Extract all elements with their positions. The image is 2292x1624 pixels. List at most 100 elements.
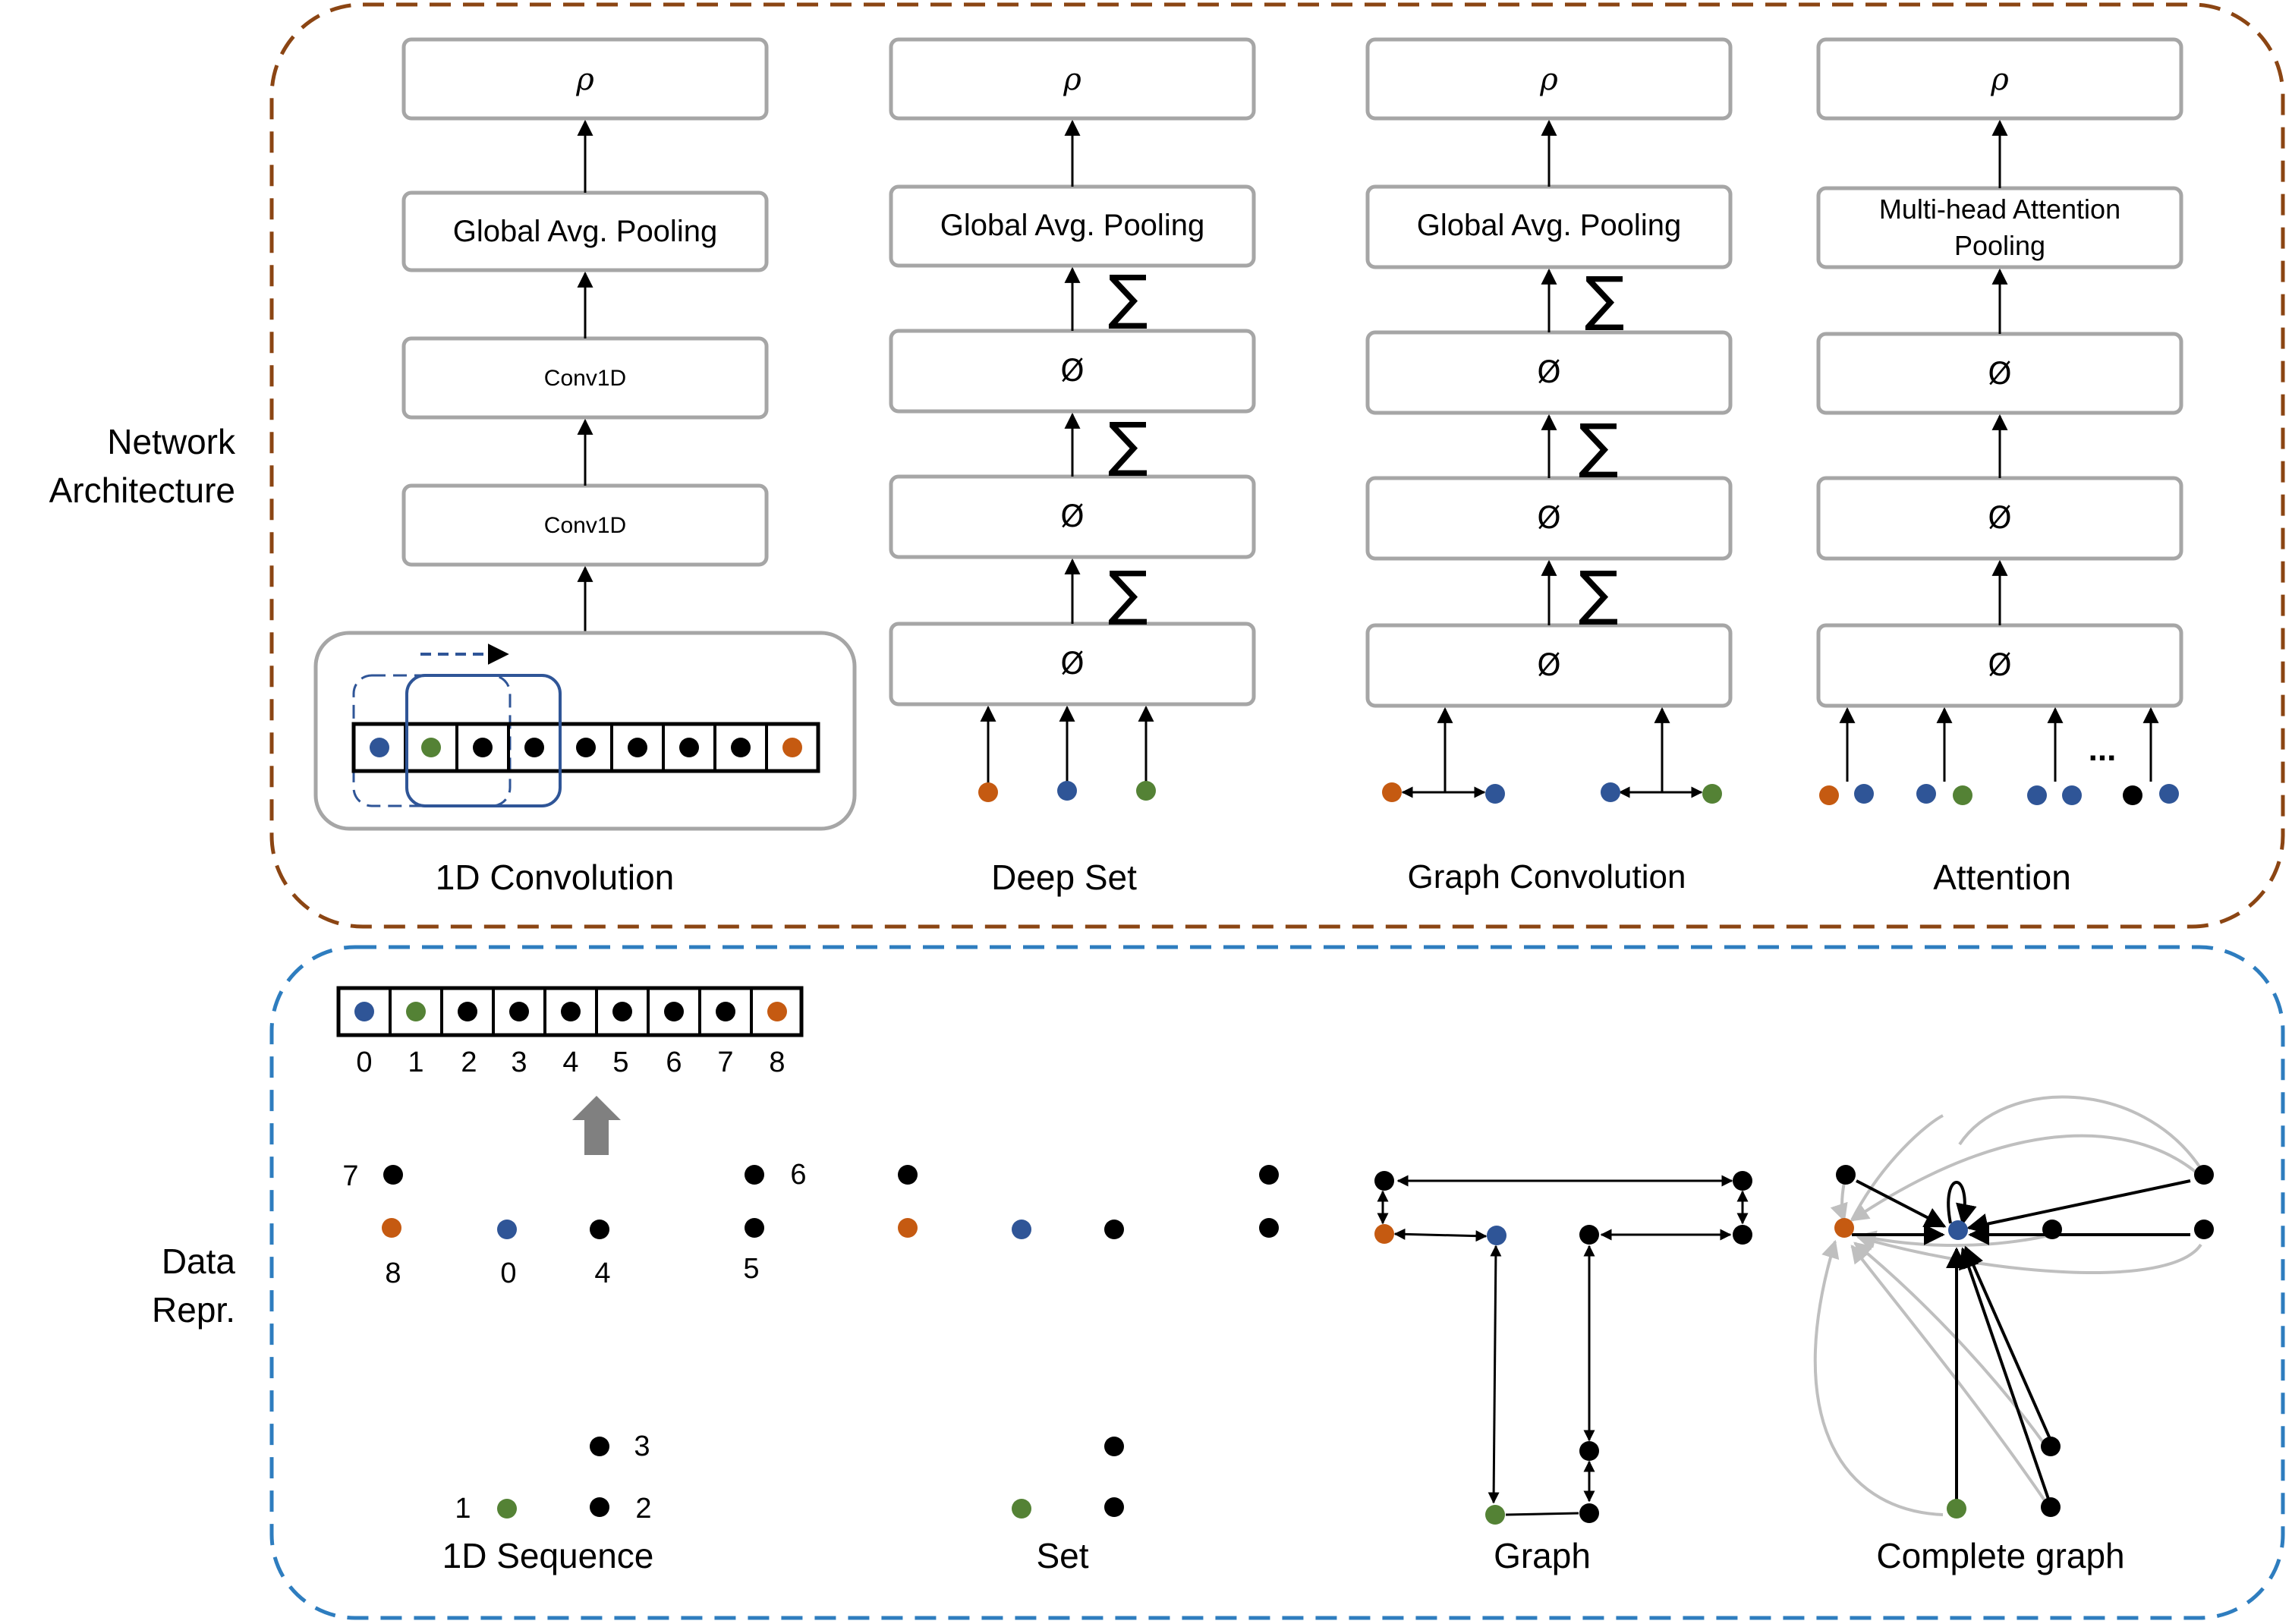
node-dot — [458, 1002, 477, 1021]
sum-symbol: ∑ — [1108, 559, 1148, 628]
node-label: 1 — [455, 1493, 471, 1525]
ellipsis: ... — [2089, 731, 2117, 768]
data-label-line1: Data — [162, 1242, 236, 1281]
node-dot-blue — [1012, 1220, 1031, 1239]
node-dot — [2041, 1497, 2061, 1517]
rho-block — [1816, 37, 2183, 121]
node-dot — [1104, 1220, 1124, 1239]
node-dot — [590, 1437, 609, 1456]
sequence-index: 0 — [356, 1046, 372, 1078]
phi-label: Ø — [1060, 647, 1084, 681]
node-dot-blue — [1485, 784, 1505, 804]
sum-symbol: ∑ — [1108, 263, 1148, 332]
node-dot — [2194, 1165, 2214, 1185]
self-loop-edge — [1947, 1181, 1977, 1226]
node-dot — [561, 1002, 581, 1021]
sequence-caption: 1D Sequence — [442, 1536, 654, 1575]
node-dot-blue — [1916, 784, 1936, 804]
node-dot — [898, 1165, 918, 1185]
rho-label: ρ — [1990, 62, 2009, 97]
node-dot-orange — [1374, 1224, 1394, 1244]
complete-graph-edge — [1813, 1239, 1944, 1516]
phi-label: Ø — [1988, 648, 2011, 683]
data-label-line2: Repr. — [152, 1290, 235, 1330]
conv-caption: 1D Convolution — [436, 858, 675, 897]
phi-label: Ø — [1988, 501, 2011, 536]
node-dot — [590, 1497, 609, 1517]
node-dot-blue — [2027, 785, 2047, 805]
sum-symbol: ∑ — [1579, 412, 1619, 480]
complete-graph-representation: Complete graph — [1813, 1095, 2214, 1575]
node-dot — [1259, 1218, 1279, 1238]
attention-column: ρ Multi-head Attention Pooling Ø Ø Ø ...… — [1816, 37, 2183, 897]
node-dot — [1579, 1225, 1599, 1245]
node-dot — [383, 1165, 403, 1185]
node-dot — [524, 738, 544, 757]
node-dot-orange — [1819, 785, 1839, 805]
node-dot — [1104, 1497, 1124, 1517]
node-dot — [745, 1218, 764, 1238]
complete-graph-edge — [1850, 1114, 1944, 1221]
complete-graph-edge — [1958, 1247, 2051, 1502]
node-dot — [1374, 1171, 1394, 1191]
node-label: 3 — [634, 1430, 650, 1462]
sequence-index: 8 — [769, 1046, 785, 1078]
node-dot-blue — [2062, 785, 2082, 805]
node-dot-blue — [497, 1220, 517, 1239]
architecture-label-line1: Network — [107, 422, 236, 461]
node-dot — [1733, 1171, 1752, 1191]
node-dot — [2123, 785, 2142, 805]
complete-graph-edge — [1850, 1134, 2202, 1222]
rho-block — [889, 37, 1256, 121]
node-dot — [576, 738, 596, 757]
node-label: 8 — [385, 1257, 401, 1289]
complete-graph-edge — [1856, 1232, 2202, 1275]
attention-pooling-label-line1: Multi-head Attention — [1879, 194, 2120, 225]
phi-label: Ø — [1988, 357, 2011, 392]
sequence-index: 3 — [511, 1046, 527, 1078]
node-dot-green — [1012, 1499, 1031, 1519]
sum-symbol: ∑ — [1579, 559, 1619, 628]
node-dot-green — [1953, 785, 1972, 805]
deepset-caption: Deep Set — [991, 858, 1137, 897]
node-dot-orange — [978, 782, 998, 802]
node-label: 6 — [790, 1159, 806, 1191]
sequence-index: 4 — [562, 1046, 578, 1078]
complete-graph-edge — [1958, 1095, 2202, 1170]
node-dot-green — [1947, 1499, 1966, 1519]
attention-pooling-label-line2: Pooling — [1954, 230, 2045, 261]
node-dot — [473, 738, 493, 757]
node-dot-orange — [382, 1218, 401, 1238]
graph-edge — [1393, 1228, 1488, 1242]
node-label: 4 — [594, 1257, 610, 1289]
complete-graph-edge — [1856, 1179, 1947, 1228]
conv-column: ρ Global Avg. Pooling Conv1D Conv1D — [313, 37, 857, 897]
pooling-label: Global Avg. Pooling — [453, 215, 717, 248]
architecture-section-border — [269, 2, 2285, 929]
node-dot-green — [1702, 784, 1722, 804]
node-dot — [1733, 1225, 1752, 1245]
conv1d-label-top: Conv1D — [544, 366, 626, 391]
sum-symbol: ∑ — [1108, 411, 1148, 479]
node-dot — [1579, 1441, 1599, 1461]
node-dot-blue — [1948, 1220, 1968, 1240]
complete-graph-edge — [1830, 1182, 1848, 1223]
set-representation: Set — [898, 1165, 1279, 1575]
node-dot — [590, 1220, 609, 1239]
sequence-index: 5 — [612, 1046, 628, 1078]
node-dot — [1579, 1503, 1599, 1523]
node-dot-orange — [767, 1002, 787, 1021]
node-dot-orange — [898, 1218, 918, 1238]
pooling-label: Global Avg. Pooling — [1417, 209, 1681, 242]
node-dot-green — [497, 1499, 517, 1519]
conv1d-label-bottom: Conv1D — [544, 513, 626, 538]
sequence-cells-arch — [351, 722, 820, 773]
node-label: 7 — [342, 1160, 358, 1192]
node-label: 5 — [743, 1253, 759, 1285]
node-dot — [628, 738, 647, 757]
phi-label: Ø — [1060, 499, 1084, 534]
node-dot-blue — [1601, 782, 1620, 802]
sequence-index: 7 — [717, 1046, 733, 1078]
sequence-panel — [313, 631, 857, 831]
